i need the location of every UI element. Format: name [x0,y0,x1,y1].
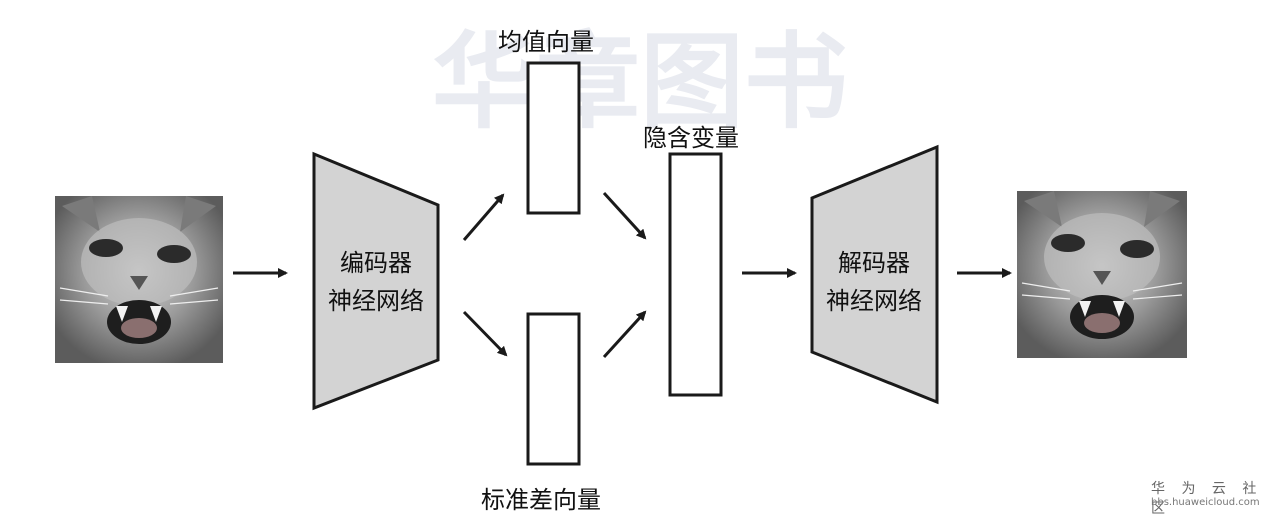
input-cat-image [55,196,223,363]
mean-vector-box [526,61,581,215]
arrow-std-to-latent [602,310,647,359]
latent-variable-label: 隐含变量 [643,124,739,152]
decoder-network [810,144,939,405]
encoder-label-line1: 编码器 [340,249,412,277]
arrow-mean-to-latent [602,191,647,240]
latent-variable-box [668,152,723,397]
output-cat-image [1017,191,1187,358]
encoder-label: 编码器 神经网络 [306,244,446,320]
arrow-encoder-to-mean [462,193,505,241]
decoder-label-line1: 解码器 [838,249,910,277]
arrow-encoder-to-std [462,310,508,357]
background-watermark: 华章图书 [432,21,848,143]
encoder-label-line2: 神经网络 [328,287,424,315]
decoder-label: 解码器 神经网络 [804,244,944,320]
std-vector-label: 标准差向量 [481,486,601,514]
corner-watermark-name: 华 为 云 社 区 [1151,481,1263,517]
mean-vector-label: 均值向量 [498,28,594,56]
decoder-label-line2: 神经网络 [826,287,922,315]
encoder-network [312,151,440,411]
std-vector-box [526,312,581,466]
corner-watermark-url: bbs.huaweicloud.com [1151,497,1260,508]
